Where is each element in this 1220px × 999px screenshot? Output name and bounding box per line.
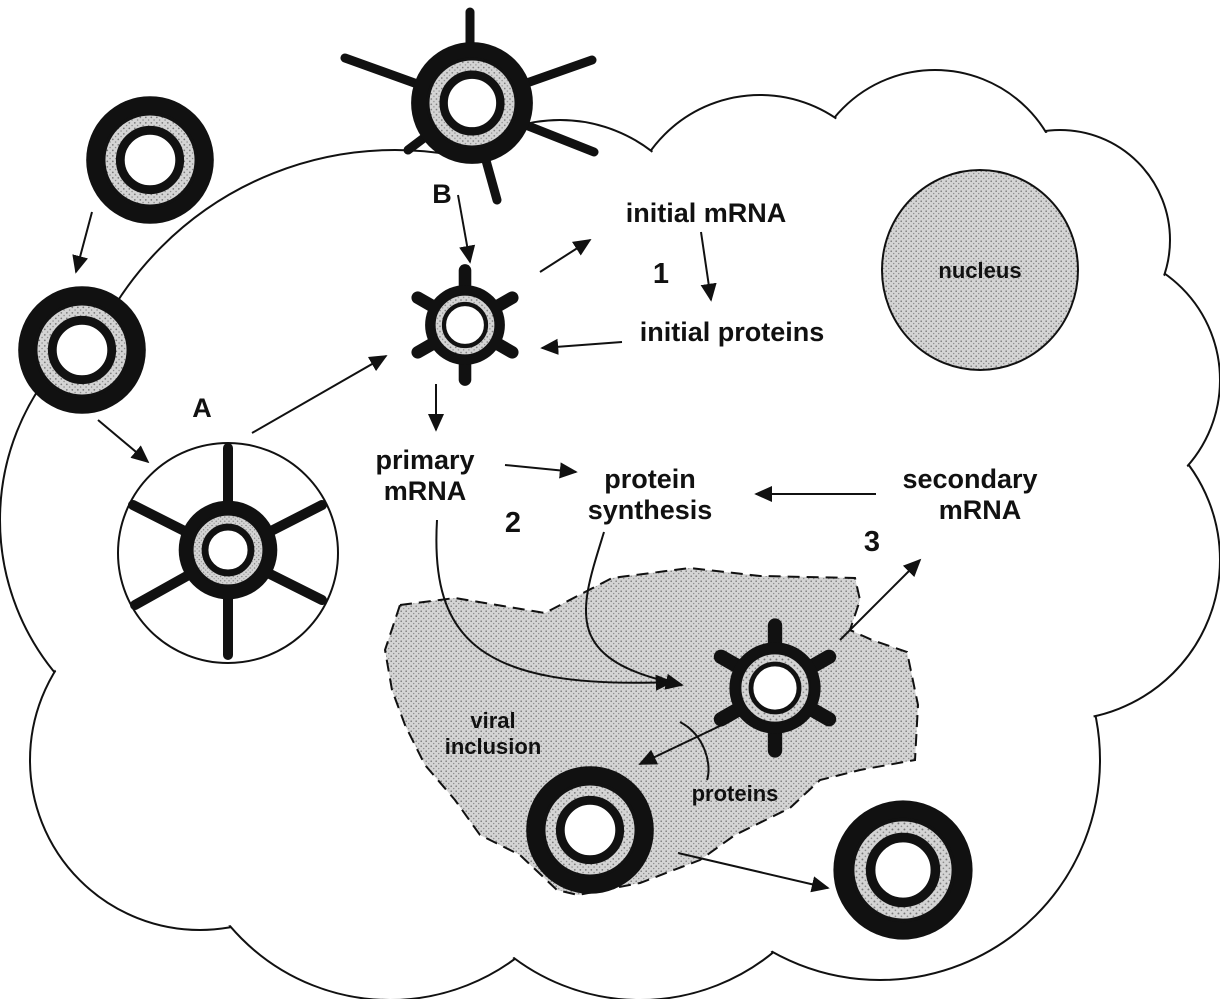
label-step-1: 1 <box>653 258 669 290</box>
label-secondary-line1: secondary <box>902 464 1037 494</box>
nucleus-label: nucleus <box>938 258 1021 283</box>
arrow-extracellular-to-attaching <box>76 212 92 272</box>
label-step-2: 2 <box>505 507 521 539</box>
virion-extracellular <box>86 96 214 224</box>
label-primary-line2: mRNA <box>384 476 467 506</box>
virion-attaching <box>18 286 146 414</box>
virion-progeny <box>526 766 654 894</box>
label-secondary-line2: mRNA <box>939 495 1022 525</box>
label-primary-line1: primary <box>375 445 474 475</box>
label-step-3: 3 <box>864 526 880 558</box>
virion-released <box>833 800 972 939</box>
endocytic-vesicle <box>118 443 338 663</box>
label-viral-line2: inclusion <box>445 734 542 759</box>
label-protein-line1: protein <box>604 464 696 494</box>
label-route-a: A <box>192 393 212 423</box>
label-initial-mrna: initial mRNA <box>626 198 787 228</box>
label-protein-line2: synthesis <box>588 495 713 525</box>
label-initial-proteins: initial proteins <box>640 317 825 347</box>
label-route-b: B <box>432 179 452 209</box>
nucleus: nucleus <box>882 170 1078 370</box>
label-proteins: proteins <box>692 781 779 806</box>
label-viral-line1: viral <box>470 708 515 733</box>
